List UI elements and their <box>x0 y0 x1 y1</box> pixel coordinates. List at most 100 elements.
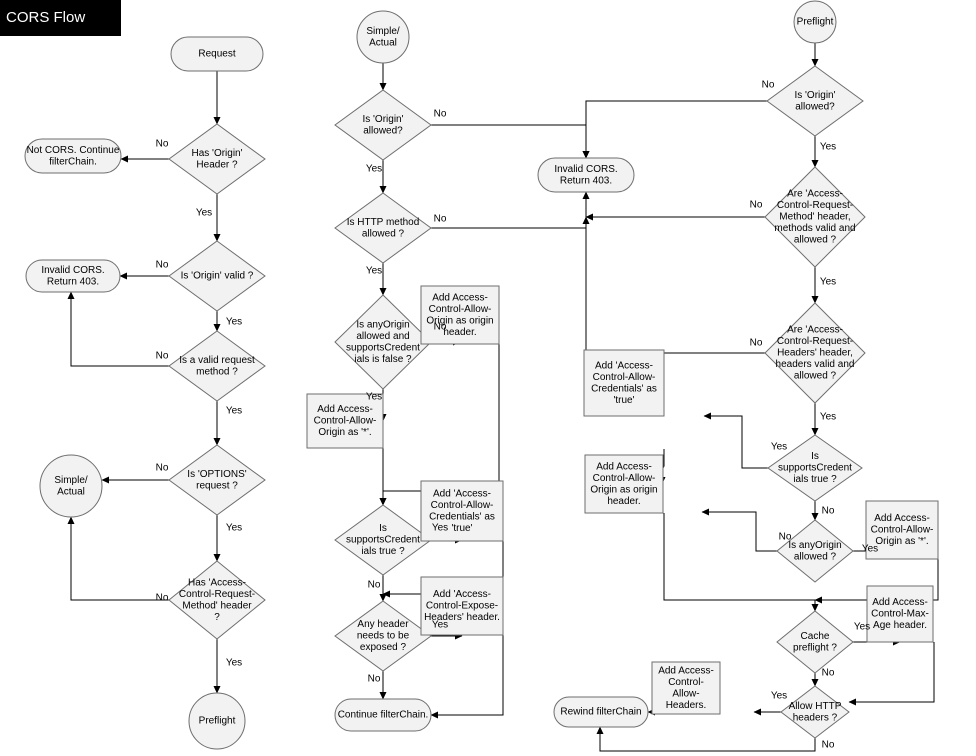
add-acao-origin-c-label: Add Access- <box>596 461 652 472</box>
connector-46 <box>596 726 816 752</box>
acrh-valid-label: Control-Request- <box>777 336 853 347</box>
add-acac-b-node: Add 'Access-Control-Allow-Credentials' a… <box>420 480 504 542</box>
has-acrm-label: ? <box>214 612 220 623</box>
add-aceh-label: Headers' header. <box>424 612 500 623</box>
origin-allowed-b-node: Is 'Origin'allowed? <box>334 89 432 161</box>
yes-label: Yes <box>226 658 242 669</box>
origin-valid-shape <box>168 240 266 312</box>
add-acah-label: Allow- <box>672 688 699 699</box>
any-header-exposed-label: needs to be <box>357 631 410 642</box>
supports-cred-b-label: supportsCredent <box>346 535 420 546</box>
no-label: No <box>156 463 169 474</box>
simple-actual-a-shape <box>39 454 103 518</box>
supports-cred-c-label: ials true ? <box>793 474 837 485</box>
any-origin-c-shape <box>776 519 854 583</box>
add-acac-c-shape <box>583 349 665 417</box>
preflight-b-label: Preflight <box>797 17 834 28</box>
add-aceh-label: Add 'Access- <box>433 589 491 600</box>
continue-chain-node: Continue filterChain. <box>334 698 432 732</box>
connector-40 <box>814 559 939 604</box>
has-acrm-label: Has 'Access- <box>188 577 246 588</box>
supports-cred-c-label: Is <box>811 451 819 462</box>
connector-labels: NoYesNoYesNoYesNoYesNoYesNoYesNoYesNoYes… <box>156 80 879 751</box>
valid-method-label: method ? <box>196 366 238 377</box>
yes-label: Yes <box>432 523 448 534</box>
add-acao-origin-b-shape <box>420 285 500 345</box>
add-acao-star-c-label: Add Access- <box>874 513 930 524</box>
add-acac-c-label: 'true' <box>613 395 634 406</box>
add-aceh-label: Control-Expose- <box>426 601 498 612</box>
add-acao-origin-b-label: Control-Allow- <box>429 304 492 315</box>
add-acac-b-label: Credentials' as <box>429 511 495 522</box>
chart-title: CORS Flow Chart <box>0 0 121 62</box>
add-aceh-node: Add 'Access-Control-Expose-Headers' head… <box>420 576 504 636</box>
yes-label: Yes <box>226 523 242 534</box>
origin-valid-label: Is 'Origin' valid ? <box>181 271 254 282</box>
connector-37 <box>701 508 777 552</box>
acrh-valid-node: Are 'Access-Control-Request-Headers' hea… <box>764 302 866 404</box>
preflight-a-label: Preflight <box>199 716 236 727</box>
no-label: No <box>750 338 763 349</box>
connector-16 <box>431 191 590 229</box>
any-origin-shape <box>334 294 432 390</box>
no-label: No <box>822 668 835 679</box>
no-label: No <box>156 260 169 271</box>
any-origin-c-label: Is anyOrigin <box>788 540 841 551</box>
add-acac-c-label: Add 'Access- <box>595 360 653 371</box>
add-acao-origin-b-label: Origin as origin <box>426 315 493 326</box>
any-origin-label: ials is false ? <box>354 354 412 365</box>
no-label: No <box>434 109 447 120</box>
add-max-age-label: Age header. <box>873 620 927 631</box>
options-req-label: Is 'OPTIONS' <box>187 469 246 480</box>
has-acrm-label: Control-Request- <box>179 589 255 600</box>
acrm-valid-node: Are 'Access-Control-Request-Method' head… <box>764 166 866 268</box>
options-req-label: request ? <box>196 480 238 491</box>
add-acao-star-c-label: Control-Allow- <box>871 525 934 536</box>
has-origin-label: Has 'Origin' <box>191 148 242 159</box>
yes-label: Yes <box>820 412 836 423</box>
add-acac-b-label: Add 'Access- <box>433 488 491 499</box>
add-acao-star-b-label: Origin as '*'. <box>318 427 371 438</box>
valid-method-shape <box>168 330 266 402</box>
options-req-shape <box>168 444 266 516</box>
request-node: Request <box>170 36 264 72</box>
origin-valid-node: Is 'Origin' valid ? <box>168 240 266 312</box>
add-acah-label: Headers. <box>666 700 707 711</box>
any-origin-label: Is anyOrigin <box>356 319 409 330</box>
yes-label: Yes <box>226 317 242 328</box>
origin-allowed-c-label: allowed? <box>795 101 835 112</box>
invalid-403-a-shape <box>25 259 121 293</box>
acrh-valid-label: allowed ? <box>794 371 837 382</box>
origin-allowed-c-label: Is 'Origin' <box>794 90 835 101</box>
yes-label: Yes <box>862 544 878 555</box>
any-header-exposed-label: exposed ? <box>360 642 407 653</box>
connector-34 <box>703 412 768 469</box>
add-aceh-shape <box>420 576 504 636</box>
has-acrm-node: Has 'Access-Control-Request-Method' head… <box>168 560 266 640</box>
acrm-valid-label: Method' header, <box>779 212 850 223</box>
not-cors-label: filterChain. <box>49 156 97 167</box>
connector-6 <box>67 291 169 367</box>
has-acrm-label: Method' header <box>182 600 252 611</box>
acrm-valid-label: Are 'Access- <box>787 189 843 200</box>
no-label: No <box>762 80 775 91</box>
valid-method-label: Is a valid request <box>179 355 255 366</box>
connector-10 <box>67 516 169 601</box>
yes-label: Yes <box>366 392 382 403</box>
acrh-valid-label: Are 'Access- <box>787 325 843 336</box>
origin-allowed-c-node: Is 'Origin'allowed? <box>766 65 864 137</box>
acrh-valid-label: Headers' header, <box>777 348 853 359</box>
add-acao-origin-c-shape <box>584 454 664 514</box>
add-acao-origin-c-label: Origin as origin <box>590 484 657 495</box>
http-method-allowed-label: allowed ? <box>362 228 405 239</box>
simple-actual-a-label: Simple/ <box>54 475 88 486</box>
acrm-valid-label: methods valid and <box>774 223 855 234</box>
continue-chain-shape <box>334 698 432 732</box>
yes-label: Yes <box>226 406 242 417</box>
